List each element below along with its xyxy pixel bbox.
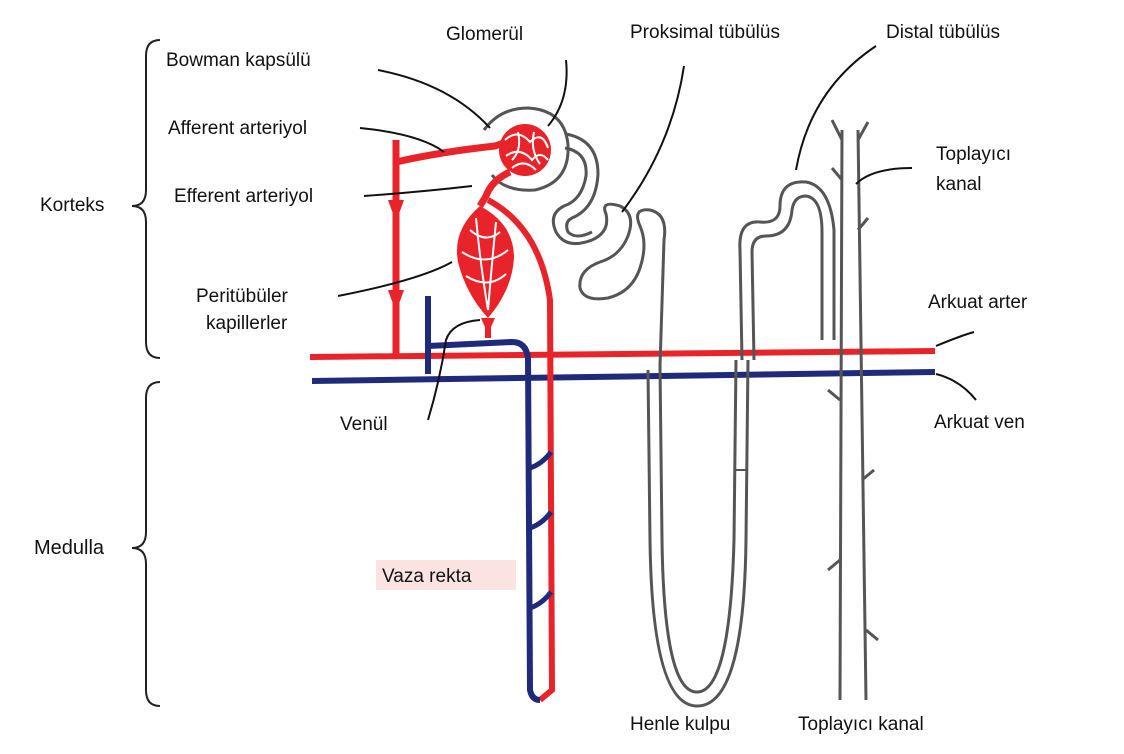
label-vaza-rekta: Vaza rekta xyxy=(382,566,472,587)
distal-tubulus-inner xyxy=(752,196,822,360)
glomerul-tuft xyxy=(499,124,551,176)
label-henle: Henle kulpu xyxy=(630,714,730,735)
label-arkuat-ven: Arkuat ven xyxy=(934,412,1025,433)
leader-lines xyxy=(338,46,976,420)
vaza-rekta-loops xyxy=(530,452,551,608)
korteks-brace xyxy=(132,40,160,358)
label-glomerul: Glomerül xyxy=(446,24,523,45)
arter-arrow-2 xyxy=(388,290,404,312)
peritubuler-arrow xyxy=(481,318,495,334)
medulla-brace xyxy=(132,382,160,706)
label-medulla: Medulla xyxy=(34,537,105,559)
label-distal: Distal tübülüs xyxy=(886,22,1000,43)
afferent-arteriyol xyxy=(396,140,512,162)
label-toplayici-top-1: Toplayıcı xyxy=(936,144,1011,165)
label-venul: Venül xyxy=(340,414,388,435)
label-proksimal: Proksimal tübülüs xyxy=(630,22,780,43)
toplayici-kanal xyxy=(828,120,878,700)
label-toplayici-top-2: kanal xyxy=(936,174,981,195)
label-peritubuler-1: Peritübüler xyxy=(196,286,289,307)
label-korteks: Korteks xyxy=(40,195,104,216)
label-peritubuler-2: kapillerler xyxy=(206,313,288,334)
label-arkuat-arter: Arkuat arter xyxy=(928,292,1028,313)
arter-arrow xyxy=(388,200,404,222)
label-toplayici-bottom: Toplayıcı kanal xyxy=(798,714,924,735)
label-afferent: Afferent arteriyol xyxy=(168,118,307,139)
label-efferent: Efferent arteriyol xyxy=(174,186,313,207)
henle-kulpu xyxy=(660,360,736,692)
proksimal-tubulus xyxy=(553,148,664,366)
peritubuler-ag xyxy=(457,206,514,318)
label-bowman: Bowman kapsülü xyxy=(166,50,311,71)
